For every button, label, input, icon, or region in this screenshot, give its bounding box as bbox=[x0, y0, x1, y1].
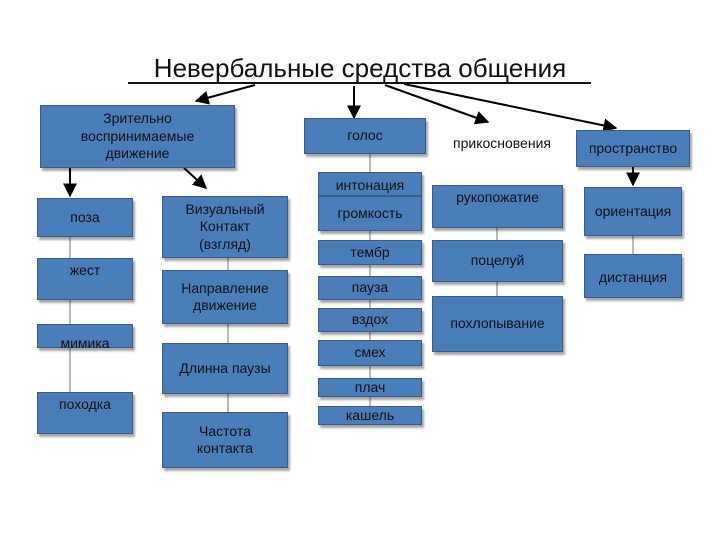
arrow-visual-eye bbox=[183, 167, 208, 189]
node-touch: прикосновения bbox=[453, 135, 551, 152]
arrow-title-touch bbox=[384, 84, 490, 125]
node-pause: пауза bbox=[318, 276, 422, 300]
node-visual-movements: Зрительно воспринимаемые движение bbox=[40, 105, 235, 168]
node-breath: вздох bbox=[318, 308, 422, 332]
node-pause-length: Длинна паузы bbox=[162, 343, 288, 394]
node-gait: походка bbox=[37, 392, 133, 434]
node-cry: плач bbox=[318, 378, 422, 397]
node-handshake: рукопожатие bbox=[432, 185, 563, 228]
node-eye-contact: Визуальный Контакт (взгляд) bbox=[162, 196, 288, 258]
node-voice: голос bbox=[304, 118, 426, 154]
node-pose: поза bbox=[37, 198, 133, 237]
node-orientation: ориентация bbox=[584, 187, 682, 236]
node-contact-frequency: Частота контакта bbox=[162, 412, 288, 468]
node-gesture: жест bbox=[37, 258, 133, 300]
node-intonation: интонация bbox=[318, 172, 422, 196]
node-mimic: мимика bbox=[37, 324, 133, 351]
node-space: пространство bbox=[576, 130, 690, 167]
arrow-title-space bbox=[403, 83, 618, 133]
node-cough: кашель bbox=[318, 406, 422, 425]
arrow-title-visual bbox=[194, 84, 256, 105]
node-timbre: тембр bbox=[318, 240, 422, 265]
node-distance: дистанция bbox=[584, 254, 682, 298]
node-movement-direction: Направление движение bbox=[162, 270, 288, 324]
node-kiss: поцелуй bbox=[432, 240, 563, 282]
node-pat: похлопывание bbox=[432, 296, 563, 352]
node-laugh: смех bbox=[318, 340, 422, 366]
node-loudness: громкость bbox=[318, 196, 422, 231]
diagram-title: Невербальные средства общения bbox=[153, 53, 567, 83]
title-underline bbox=[128, 82, 591, 84]
